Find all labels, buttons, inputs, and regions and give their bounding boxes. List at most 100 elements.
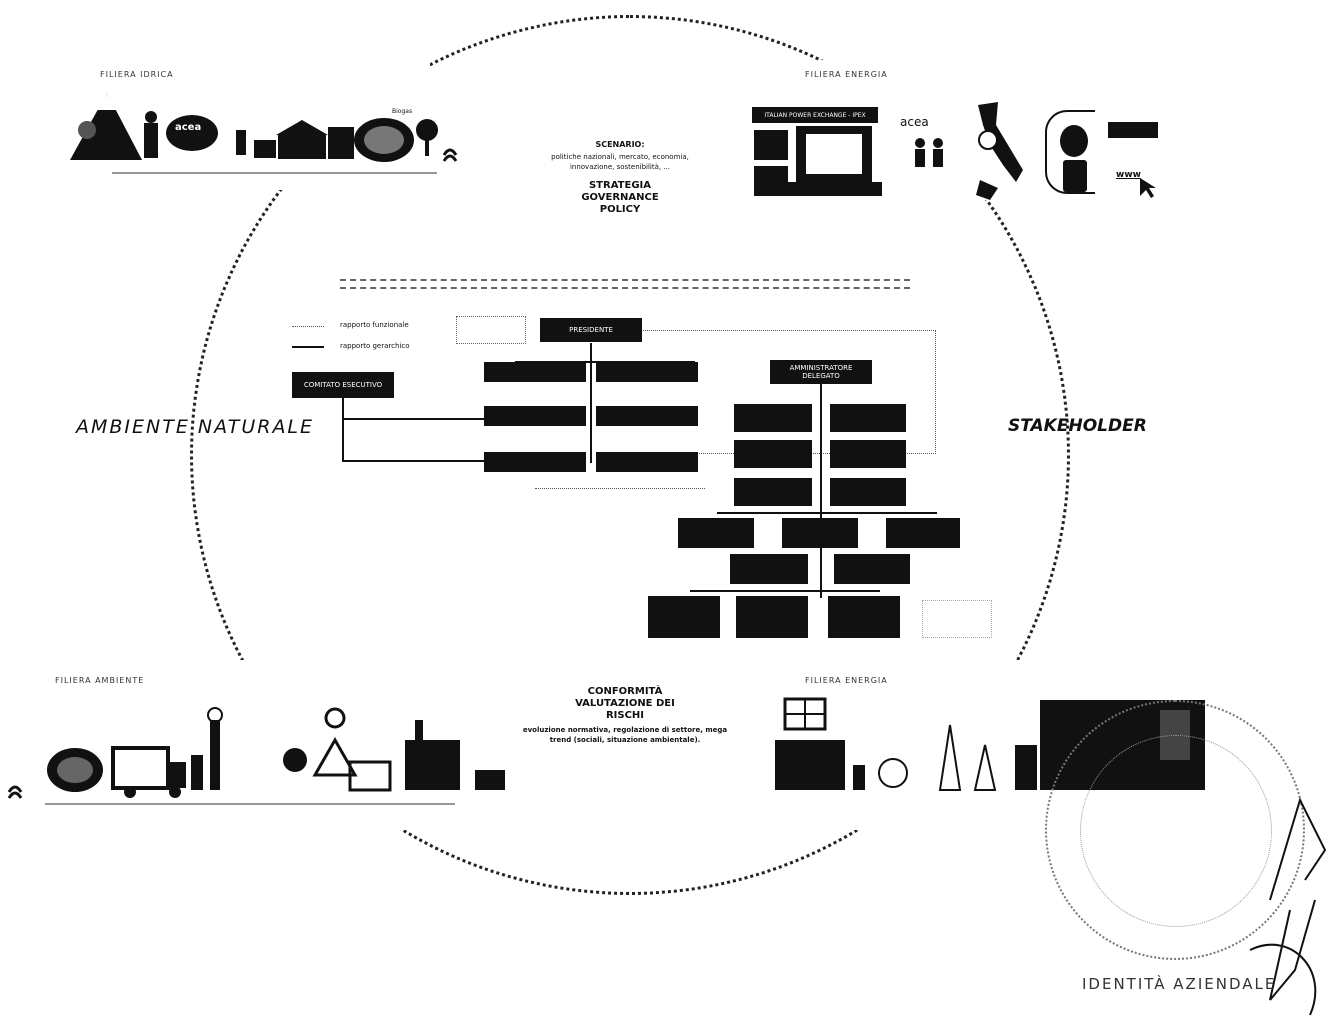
- pylon-icon: [973, 744, 997, 791]
- strategy-text: STRATEGIA GOVERNANCE POLICY: [581, 180, 659, 215]
- org-box-unit: [734, 478, 812, 506]
- tree-icon: [283, 748, 307, 772]
- org-box-unit: [484, 362, 586, 382]
- cursor-icon: [1140, 178, 1156, 198]
- truck-cab-icon: [168, 762, 186, 788]
- people-icon: [915, 138, 943, 167]
- scenario-block: SCENARIO: politiche nazionali, mercato, …: [530, 140, 710, 216]
- caption-energy-chain-top: FILIERA ENERGIA: [805, 70, 888, 79]
- stakeholder-circle: [190, 15, 1070, 895]
- legend-functional: rapporto funzionale: [340, 321, 409, 329]
- acea-logo: acea: [175, 122, 202, 133]
- company-stamp-inner: [1080, 735, 1272, 927]
- org-box-note: [922, 600, 992, 638]
- org-box-unit: [596, 362, 698, 382]
- worker-icon: [144, 123, 158, 158]
- recycle-icon: [324, 707, 346, 729]
- org-box-unit: [736, 596, 808, 638]
- keyboard-icon: [786, 182, 882, 196]
- dam-icon: [775, 740, 845, 790]
- legend-hierarchical: rapporto gerarchico: [340, 342, 410, 350]
- org-box-ceo: AMMINISTRATORE DELEGATO: [770, 360, 872, 384]
- plant-icon: [210, 720, 220, 790]
- conformity-title: CONFORMITÀ VALUTAZIONE DEI RISCHI: [575, 686, 675, 721]
- org-box-unit: [678, 518, 754, 548]
- truck-icon: [111, 746, 170, 790]
- org-connector: [717, 512, 937, 514]
- org-connector: [342, 418, 487, 420]
- org-box-unit: [730, 554, 808, 584]
- building-icon: [278, 135, 326, 159]
- org-box-unit: [828, 596, 900, 638]
- org-chart-title: [340, 276, 910, 296]
- building-icon: [328, 127, 354, 159]
- conformity-block: CONFORMITÀ VALUTAZIONE DEI RISCHI evoluz…: [520, 686, 730, 745]
- org-dotted-link: [535, 372, 705, 489]
- worker-icon: [853, 765, 865, 790]
- purifier-inner-icon: [57, 757, 93, 783]
- org-box-unit: [834, 554, 910, 584]
- lab-icon: [236, 130, 246, 155]
- office-icon: [1108, 122, 1158, 138]
- water-icon: [7, 785, 23, 799]
- org-box-unit: [596, 406, 698, 426]
- headset-icon: [1060, 125, 1088, 157]
- truck-icon: [348, 760, 392, 792]
- org-box-unit: [484, 452, 586, 472]
- pylon-icon: [938, 724, 962, 791]
- legend-solid-line: [292, 346, 324, 348]
- environment-chain-illustration: [7, 707, 505, 805]
- chart-panel-icon: [754, 166, 788, 196]
- signature-icon: [1249, 797, 1327, 1016]
- computer-screen-icon: [806, 134, 862, 174]
- water-chain-illustration: [70, 93, 458, 174]
- house-icon: [254, 140, 276, 158]
- eye-icon: [878, 758, 908, 788]
- caption-energy-chain-bottom: FILIERA ENERGIA: [805, 676, 888, 685]
- org-box-unit: [782, 518, 858, 548]
- caption-environment-chain: FILIERA AMBIENTE: [55, 676, 145, 685]
- org-connector: [820, 383, 822, 598]
- company-identity-label: IDENTITÀ AZIENDALE: [1082, 975, 1277, 993]
- org-box-unit: [734, 404, 812, 432]
- org-box-board: [456, 316, 526, 344]
- org-connector: [590, 343, 592, 463]
- tree-trunk-icon: [425, 140, 429, 156]
- org-connector: [342, 460, 487, 462]
- org-box-unit: [648, 596, 720, 638]
- landfill-icon: [312, 736, 358, 777]
- tank-icon: [166, 115, 218, 151]
- worker-head-icon: [145, 111, 157, 123]
- purifier-inner-icon: [364, 126, 404, 154]
- legend-dotted-line: [292, 326, 324, 327]
- bracket-icon: [1045, 110, 1095, 194]
- water-icon: [442, 148, 458, 162]
- org-box-unit: [596, 452, 698, 472]
- org-connector: [690, 590, 880, 592]
- biogas-label: Biogas: [392, 108, 413, 115]
- italy-map-icon: [976, 102, 1023, 200]
- org-box-president: PRESIDENTE: [540, 318, 642, 342]
- container-icon: [475, 770, 505, 790]
- scenario-body: politiche nazionali, mercato, economia, …: [551, 153, 689, 171]
- mountain-icon: [70, 93, 142, 160]
- org-box-unit: [484, 406, 586, 426]
- circle-gap-bottom-right: [830, 660, 1030, 830]
- www-link-icon: www: [1116, 170, 1141, 180]
- worker-icon: [191, 755, 203, 790]
- tree-icon: [78, 121, 96, 139]
- conformity-body: evoluzione normativa, regolazione di set…: [522, 726, 728, 744]
- acea-energia-logo: acea: [900, 115, 929, 129]
- org-box-unit: [830, 404, 906, 432]
- org-connector: [342, 398, 344, 460]
- tree-icon: [416, 119, 438, 141]
- chart-panel-icon: [754, 130, 788, 160]
- chimney-icon: [415, 720, 423, 745]
- scenario-title: SCENARIO:: [595, 140, 645, 149]
- org-box-unit: [886, 518, 960, 548]
- substation-icon: [1015, 745, 1037, 790]
- org-box-unit: [830, 478, 906, 506]
- org-box-unit: [734, 440, 812, 468]
- org-box-committee: COMITATO ESECUTIVO: [292, 372, 394, 398]
- label-stakeholder: STAKEHOLDER: [1008, 416, 1147, 436]
